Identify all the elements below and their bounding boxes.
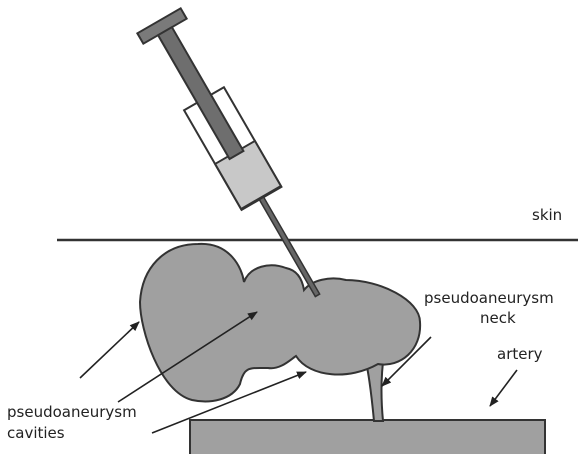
neck-label-line1: pseudoaneurysm <box>424 290 554 307</box>
pseudoaneurysm-neck-shape <box>366 362 383 421</box>
cavities-label-line1: pseudoaneurysm <box>7 404 137 421</box>
cavities-label-line2: cavities <box>7 425 65 442</box>
arrow-artery <box>490 370 517 406</box>
neck-label-line2: neck <box>480 310 516 327</box>
artery-shape <box>190 420 545 454</box>
artery-label: artery <box>497 346 543 363</box>
skin-label: skin <box>532 207 562 224</box>
arrow-cavity-1 <box>80 322 139 378</box>
